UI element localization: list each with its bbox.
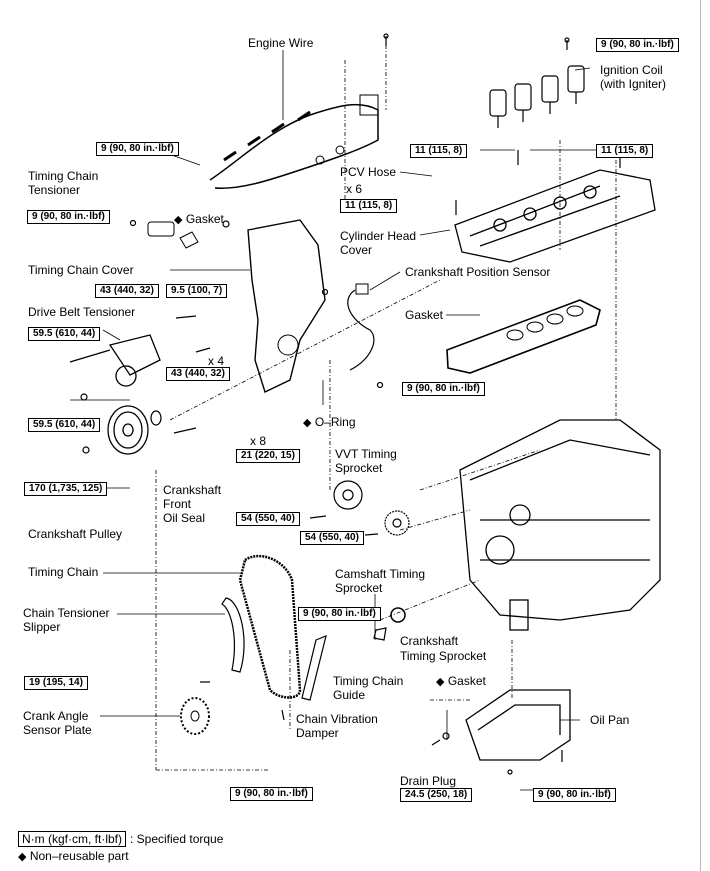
spark-plug-seals [506,305,584,341]
label-timing-chain-tensioner-2: Tensioner [28,183,81,197]
label-engine-wire: Engine Wire [248,36,314,50]
torque-dbt-59-5-b: 59.5 (610, 44) [28,418,101,432]
timing-chain [238,554,302,699]
label-crank-angle-sensor-plate-1: Crank Angle [23,709,89,723]
gasket-pan-text: Gasket [447,674,486,688]
cylinder-head-cover [454,169,656,263]
label-chain-vibration-damper-1: Chain Vibration [296,712,378,726]
label-x6: x 6 [346,182,363,196]
label-ignition-coil: Ignition Coil [600,63,663,77]
label-cylinder-head-cover-2: Cover [340,243,373,257]
torque-vvt-54: 54 (550, 40) [236,512,300,526]
vvt-timing-sprocket [333,480,363,510]
crank-position-sensor [347,289,375,371]
torque-bolt-21: 21 (220, 15) [236,449,300,463]
o-ring-text: O–Ring [314,415,356,429]
legend-diamond: ◆ [18,851,27,863]
torque-slipper-19: 19 (195, 14) [24,676,88,690]
label-camshaft-timing-sprocket-1: Camshaft Timing [335,567,426,581]
ignition-coils [489,65,585,128]
label-gasket-pan: ◆ Gasket [436,675,486,689]
right-frame-line [700,0,701,871]
label-crankshaft-timing-sprocket-2: Timing Sprocket [400,649,487,663]
label-crankshaft-front-oil-seal-3: Oil Seal [163,511,206,525]
crankshaft-timing-sprocket [390,607,406,623]
torque-pulley-170: 170 (1,735, 125) [24,482,108,496]
engine-wire-harness [209,94,379,190]
label-pcv-hose: PCV Hose [340,165,397,179]
camshaft-timing-sprocket [384,510,410,536]
chain-tensioner-slipper [221,597,245,673]
torque-damper-9: 9 (90, 80 in.·lbf) [230,787,313,801]
crankshaft-pulley [107,405,149,455]
torque-tensioner: 9 (90, 80 in.·lbf) [27,210,110,224]
torque-cover-bolt-2: 11 (115, 8) [596,144,654,158]
label-timing-chain-tensioner-1: Timing Chain [28,169,99,183]
torque-bolt-43-b: 43 (440, 32) [166,367,230,381]
label-crank-angle-sensor-plate-2: Sensor Plate [23,723,92,737]
label-drain-plug: Drain Plug [400,774,457,788]
label-gasket-top: ◆ Gasket [174,213,224,227]
legend-nonreusable: ◆ Non–reusable part [18,849,129,864]
label-cylinder-head-cover-1: Cylinder Head [340,229,417,243]
torque-cover-bolt-1: 11 (115, 8) [410,144,468,158]
engine-block [459,419,661,631]
leader-lines [70,50,612,793]
legend-unit-desc: : Specified torque [130,832,224,846]
torque-wire: 9 (90, 80 in.·lbf) [96,142,179,156]
torque-drain-24-5: 24.5 (250, 18) [400,788,473,802]
label-x4: x 4 [208,354,225,368]
torque-coil-top: 9 (90, 80 in.·lbf) [596,38,679,52]
torque-guide-9: 9 (90, 80 in.·lbf) [298,607,381,621]
non-reusable-diamond: ◆ [174,214,183,226]
torque-sensor: 9 (90, 80 in.·lbf) [402,382,485,396]
label-crankshaft-pulley: Crankshaft Pulley [28,527,123,541]
label-drive-belt-tensioner: Drive Belt Tensioner [28,305,136,319]
torque-dbt-59-5: 59.5 (610, 44) [28,327,101,341]
oil-pan [465,689,571,761]
drive-belt-tensioner [69,334,161,387]
label-timing-chain: Timing Chain [28,565,99,579]
tensioner-gasket [179,231,199,249]
label-vvt-timing-sprocket-2: Sprocket [335,461,383,475]
torque-pan-9: 9 (90, 80 in.·lbf) [533,788,616,802]
label-crankshaft-front-oil-seal-2: Front [163,497,192,511]
timing-chain-cover [247,219,326,393]
label-timing-chain-cover: Timing Chain Cover [28,263,134,277]
torque-nut-6: 11 (115, 8) [340,199,398,213]
non-reusable-diamond: ◆ [436,676,445,688]
label-camshaft-timing-sprocket-2: Sprocket [335,581,383,595]
label-chain-vibration-damper-2: Damper [296,726,339,740]
torque-stud-9-5: 9.5 (100, 7) [166,284,228,298]
label-vvt-timing-sprocket-1: VVT Timing [335,447,397,461]
alignment-lines [155,45,617,771]
label-oil-pan: Oil Pan [590,713,630,727]
crankshaft-front-oil-seal [150,410,162,426]
legend-nonreusable-text: Non–reusable part [29,849,129,863]
timing-chain-tensioner [147,221,175,237]
bolts [80,33,621,775]
label-crankshaft-position-sensor: Crankshaft Position Sensor [405,265,551,279]
legend-torque: N·m (kgf·cm, ft·lbf) : Specified torque [18,831,224,847]
chain-vibration-damper [301,635,327,701]
label-x8: x 8 [250,434,267,448]
timing-chain-guide [373,627,387,641]
head-cover-gasket [446,299,601,374]
torque-bolt-43-a: 43 (440, 32) [95,284,159,298]
label-chain-tensioner-slipper-2: Slipper [23,620,61,634]
legend-unit-box: N·m (kgf·cm, ft·lbf) [18,831,126,847]
label-o-ring: ◆ O–Ring [303,416,356,430]
label-ignition-coil-sub: (with Igniter) [600,77,667,91]
crank-angle-sensor-plate [180,697,210,735]
label-chain-tensioner-slipper-1: Chain Tensioner [23,606,110,620]
label-timing-chain-guide-2: Guide [333,688,366,702]
label-timing-chain-guide-1: Timing Chain [333,674,404,688]
label-crankshaft-timing-sprocket-1: Crankshaft [400,634,459,648]
torque-cam-54: 54 (550, 40) [300,531,364,545]
label-crankshaft-front-oil-seal-1: Crankshaft [163,483,222,497]
label-gasket-head: Gasket [405,308,444,322]
non-reusable-diamond: ◆ [303,417,312,429]
gasket-text: Gasket [185,212,224,226]
